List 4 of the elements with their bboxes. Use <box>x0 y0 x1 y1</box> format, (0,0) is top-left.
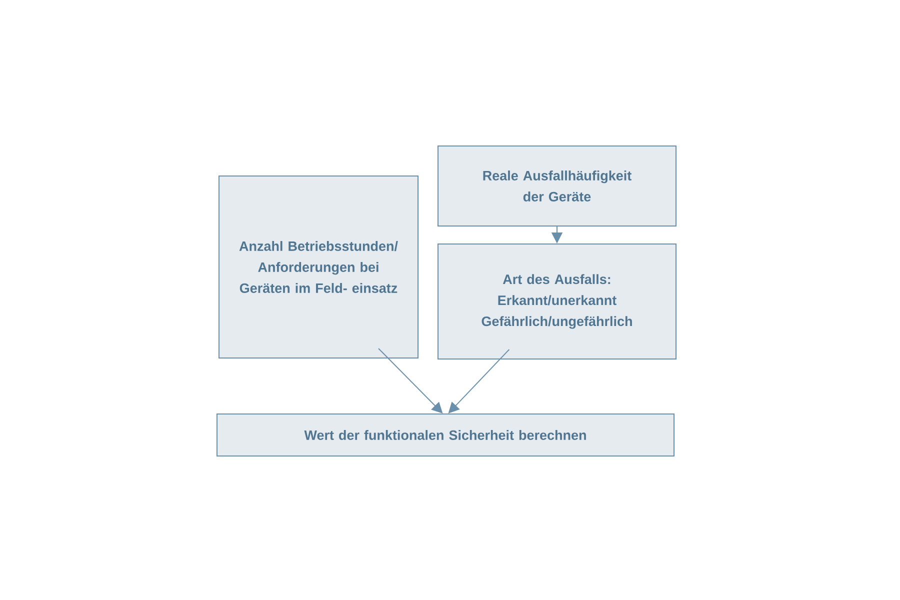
process-box: Anzahl Betriebsstunden/ Anforderungen bei Geräten im Feld- einsatz <box>218 176 418 358</box>
process-box: Wert der funktionalen Sicherheit berechnen <box>216 414 674 456</box>
process-box: Art des Ausfalls: Erkannt/unerkannt Gefährlich/ungefährlich <box>438 244 676 360</box>
process-box: Reale Ausfallhäufigkeit der Geräte <box>438 146 676 226</box>
